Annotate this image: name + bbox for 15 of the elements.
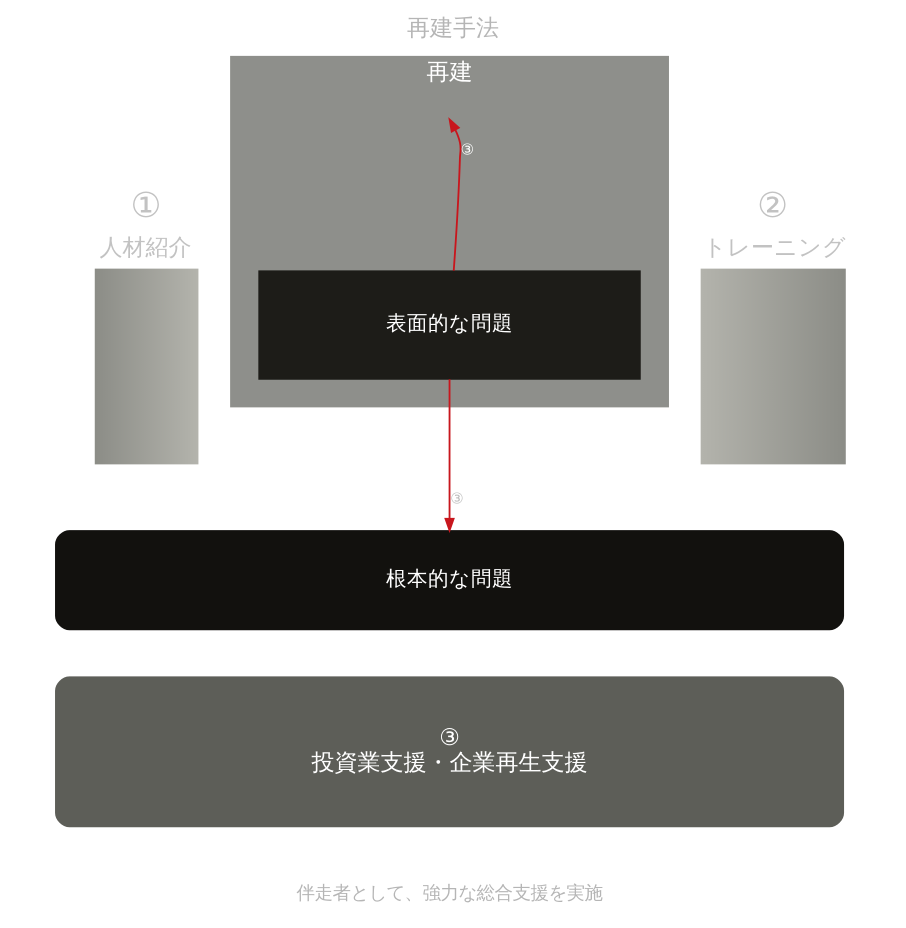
arrow [444, 379, 455, 534]
node-label: ① [130, 186, 162, 226]
node-label: トレーニング [702, 234, 846, 261]
node-box: ③ 投資業支援・企業再生支援 [55, 676, 844, 828]
node-label: ② [757, 186, 788, 226]
diagram-title: 再建手法 [407, 16, 499, 42]
edge-label: ③ [450, 489, 464, 508]
node-box: 根本的な問題 [55, 530, 844, 630]
arrow [448, 117, 462, 271]
node-box: 表面的な問題 [258, 270, 641, 380]
node-box [94, 268, 198, 464]
node-label: 人材紹介 [99, 234, 192, 261]
node-box [700, 268, 846, 464]
caption: 伴走者として、強力な総合支援を実施 [296, 883, 603, 904]
edge-label: ③ [460, 140, 474, 158]
